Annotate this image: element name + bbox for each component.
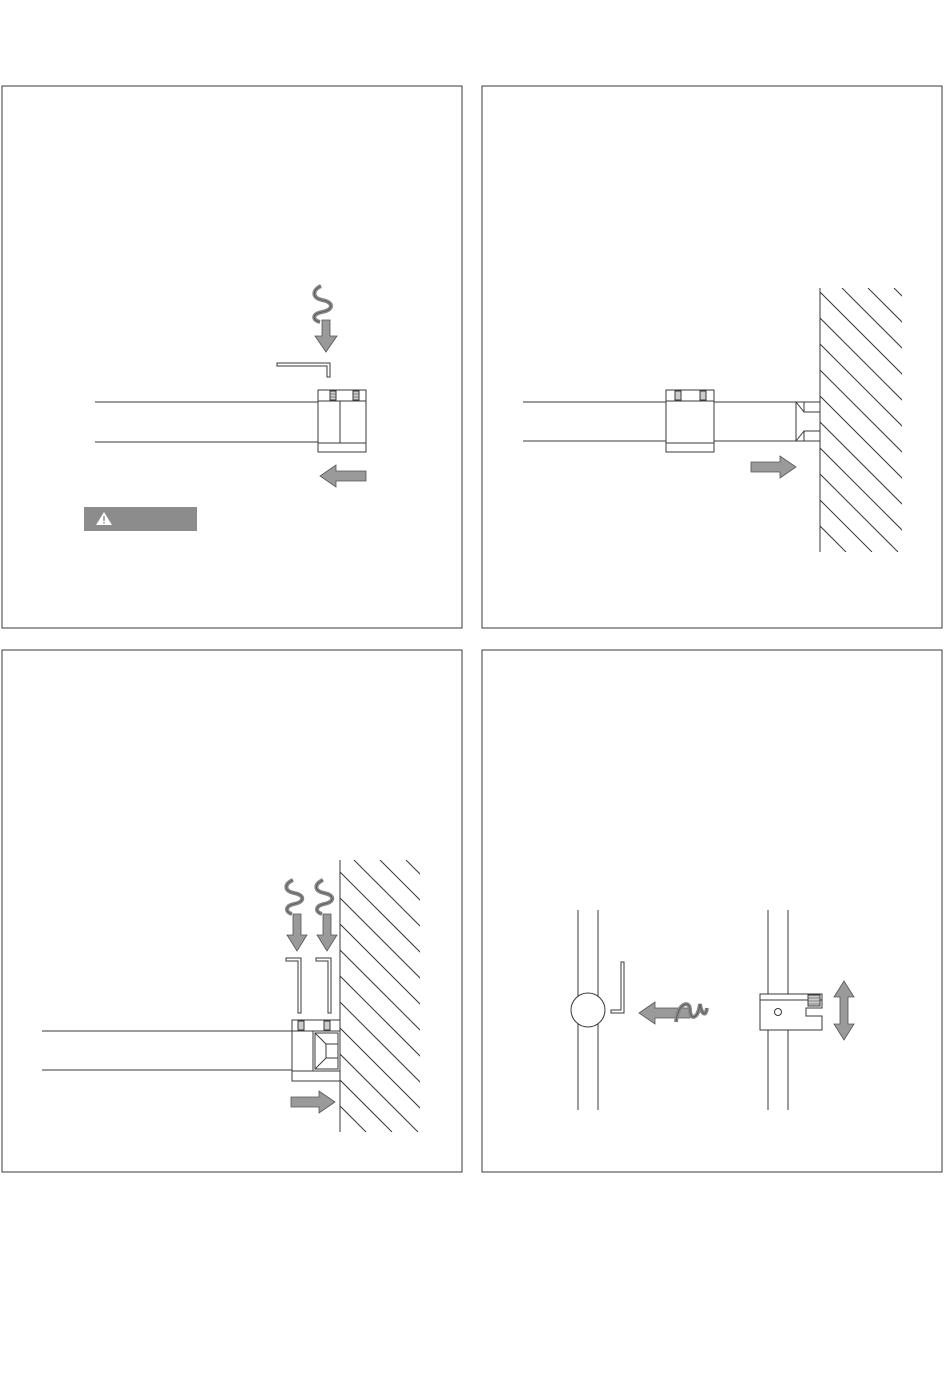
rotate-screw-icon: [316, 880, 337, 951]
connector-block: [666, 390, 714, 452]
hatch-line: [276, 860, 548, 1132]
hatch-line: [250, 860, 522, 1132]
arrow-down-icon: [287, 914, 307, 951]
clamp-connector: [760, 994, 822, 1030]
rotate-screw-icon: [314, 286, 337, 352]
panel-2-frame: [482, 86, 942, 628]
hatch-line: [510, 860, 782, 1132]
connector-block: [318, 390, 366, 452]
hatch-line: [816, 288, 950, 552]
hatch-line: [94, 860, 366, 1132]
hatch-line: [946, 288, 950, 552]
arrow-right-icon: [751, 456, 796, 478]
panel-3-frame: [2, 650, 462, 1172]
hatch-line: [868, 288, 950, 552]
connector-block: [292, 1020, 340, 1081]
arrow-up-down-icon: [834, 981, 854, 1040]
hatch-line: [146, 860, 418, 1132]
warning-label: [84, 507, 197, 531]
rotate-screw-icon: [639, 1002, 707, 1024]
hatch-line: [920, 288, 950, 552]
rotate-screw-icon: [286, 880, 307, 951]
hex-key-icon: [316, 958, 331, 1013]
arrow-left-icon: [320, 465, 366, 487]
set-screw-right: [353, 391, 359, 400]
hex-key-icon: [286, 958, 301, 1013]
wall-hatching: [556, 288, 950, 552]
panel-1-frame: [2, 86, 462, 628]
hex-key-icon: [277, 363, 330, 377]
arrow-down-icon: [315, 320, 337, 352]
set-screw-left: [330, 391, 336, 400]
hex-key-icon: [611, 962, 624, 1013]
panel-4: [482, 650, 942, 1172]
hatch-line: [764, 288, 950, 552]
hatch-line: [172, 860, 444, 1132]
panel-4-frame: [482, 650, 942, 1172]
hatch-line: [406, 860, 678, 1132]
hatch-line: [224, 860, 496, 1132]
hatch-line: [198, 860, 470, 1132]
panel-1: [2, 86, 462, 628]
hatch-line: [712, 288, 950, 552]
hatch-line: [380, 860, 652, 1132]
hatch-line: [302, 860, 574, 1132]
wall-flange: [796, 402, 820, 441]
panel-3: [2, 650, 938, 1172]
hatch-line: [432, 860, 704, 1132]
arrow-down-icon: [317, 914, 337, 951]
hatch-line: [608, 288, 872, 552]
panel-2: [482, 86, 950, 628]
arrow-right-icon: [291, 1091, 335, 1113]
hatch-line: [120, 860, 392, 1132]
hatch-line: [484, 860, 756, 1132]
hatch-line: [328, 860, 600, 1132]
clamp-ring: [571, 993, 605, 1027]
